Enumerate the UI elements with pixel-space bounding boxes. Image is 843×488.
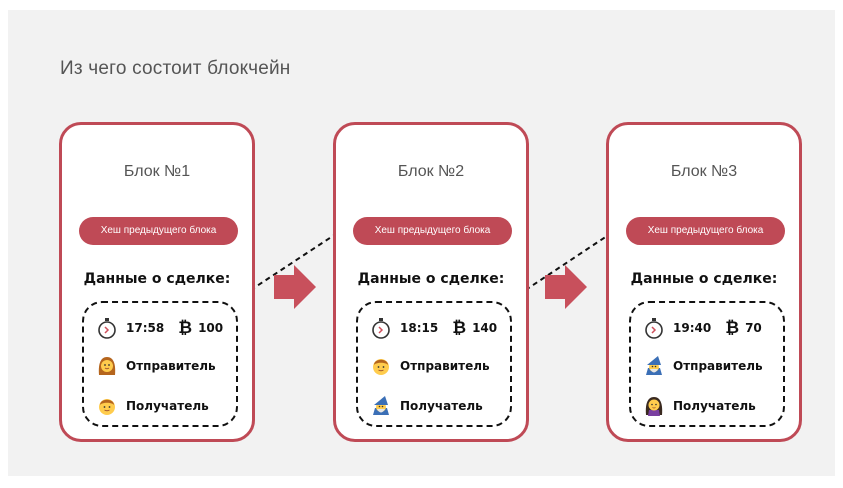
deal-time-row: 17:58 ₿ 100 xyxy=(96,317,223,339)
man-icon xyxy=(373,359,389,375)
stopwatch-icon xyxy=(98,318,116,339)
block-title: Блок №3 xyxy=(670,163,738,180)
deal-time-row: 18:15 ₿ 140 xyxy=(370,317,497,339)
receiver-label: Получатель xyxy=(673,399,756,413)
deal-data-heading: Данные о сделке: xyxy=(630,271,778,287)
deal-time: 17:58 xyxy=(126,321,165,335)
receiver-row: Получатель xyxy=(643,395,756,417)
block-2: Блок №2 Хеш предыдущего блока Данные о с… xyxy=(333,122,529,442)
sender-label: Отправитель xyxy=(400,359,490,373)
man-icon xyxy=(99,399,115,415)
receiver-row: Получатель xyxy=(370,395,483,417)
deal-data-box: 18:15 ₿ 140 Отправитель Получатель xyxy=(356,301,512,427)
bitcoin-icon: ₿ xyxy=(178,318,193,338)
deal-amount: 140 xyxy=(472,321,498,335)
block-title: Блок №2 xyxy=(397,163,465,180)
woman-icon xyxy=(98,357,116,375)
deal-time-row: 19:40 ₿ 70 xyxy=(643,317,762,339)
receiver-row: Получатель xyxy=(96,395,209,417)
wizard-icon xyxy=(646,356,662,375)
previous-hash-label: Хеш предыдущего блока xyxy=(353,217,512,245)
deal-data-box: 17:58 ₿ 100 Отправитель Получатель xyxy=(82,301,238,427)
sender-row: Отправитель xyxy=(96,355,216,377)
receiver-label: Получатель xyxy=(400,399,483,413)
deal-time: 18:15 xyxy=(400,321,439,335)
previous-hash-label: Хеш предыдущего блока xyxy=(626,217,785,245)
woman-judge-icon xyxy=(645,397,663,416)
deal-data-heading: Данные о сделке: xyxy=(357,271,505,287)
deal-data-heading: Данные о сделке: xyxy=(83,271,231,287)
wizard-icon xyxy=(373,396,389,415)
sender-row: Отправитель xyxy=(643,355,763,377)
receiver-label: Получатель xyxy=(126,399,209,413)
sender-label: Отправитель xyxy=(126,359,216,373)
deal-time: 19:40 xyxy=(673,321,712,335)
deal-amount: 70 xyxy=(745,321,762,335)
stopwatch-icon xyxy=(372,318,390,339)
sender-row: Отправитель xyxy=(370,355,490,377)
block-1: Блок №1 Хеш предыдущего блока Данные о с… xyxy=(59,122,255,442)
block-title: Блок №1 xyxy=(123,163,191,180)
bitcoin-icon: ₿ xyxy=(725,318,740,338)
bitcoin-icon: ₿ xyxy=(452,318,467,338)
page-title: Из чего состоит блокчейн xyxy=(60,58,291,79)
sender-label: Отправитель xyxy=(673,359,763,373)
block-3: Блок №3 Хеш предыдущего блока Данные о с… xyxy=(606,122,802,442)
stopwatch-icon xyxy=(645,318,663,339)
previous-hash-label: Хеш предыдущего блока xyxy=(79,217,238,245)
deal-data-box: 19:40 ₿ 70 Отправитель Получатель xyxy=(629,301,785,427)
deal-amount: 100 xyxy=(198,321,224,335)
